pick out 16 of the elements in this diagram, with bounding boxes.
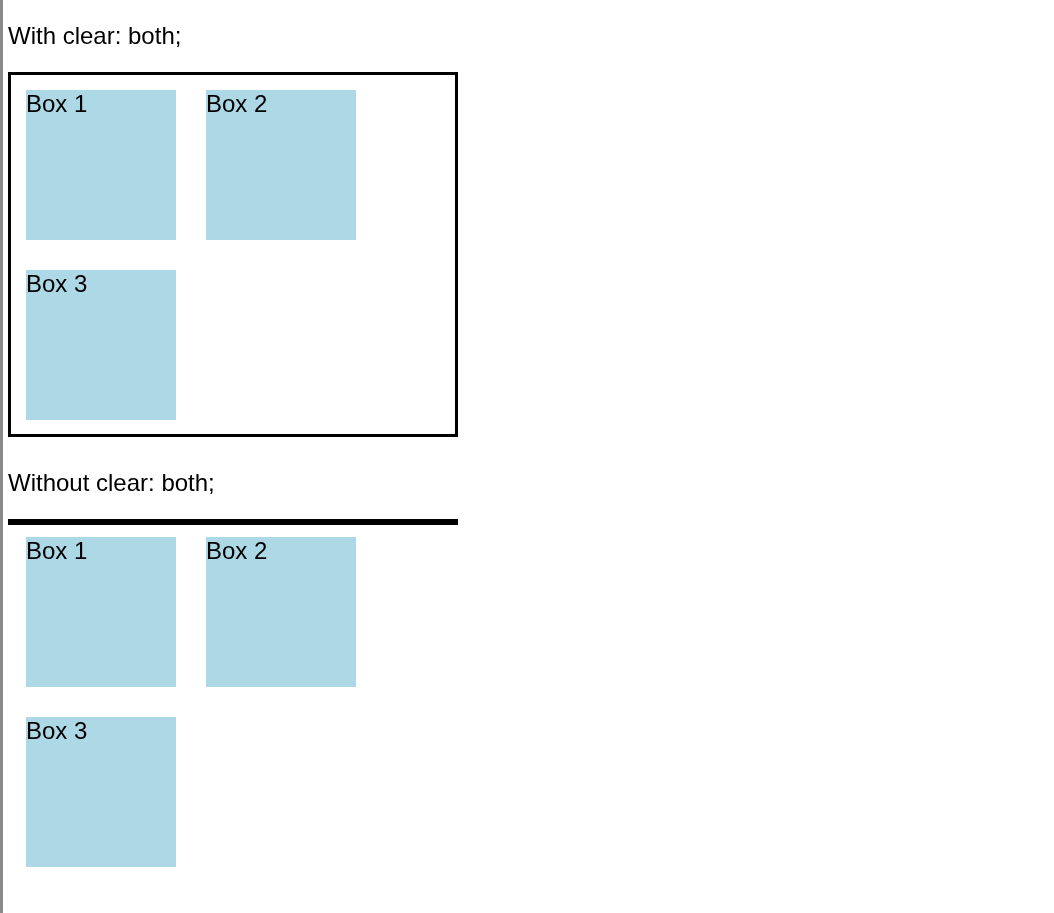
bordered-container	[8, 72, 458, 437]
box-label: Box 3	[26, 270, 88, 297]
floated-box	[206, 90, 356, 240]
floated-box	[26, 90, 176, 240]
collapsed-container-bar	[8, 519, 458, 525]
section-heading: With clear: both;	[8, 22, 182, 49]
box-label: Box 3	[26, 717, 88, 744]
box-label: Box 2	[206, 90, 268, 117]
box-label: Box 2	[206, 537, 268, 564]
section-heading: Without clear: both;	[8, 469, 215, 496]
floated-box	[26, 537, 176, 687]
floated-box	[206, 537, 356, 687]
floated-box	[26, 270, 176, 420]
box-label: Box 1	[26, 90, 88, 117]
box-label: Box 1	[26, 537, 88, 564]
floated-box	[26, 717, 176, 867]
